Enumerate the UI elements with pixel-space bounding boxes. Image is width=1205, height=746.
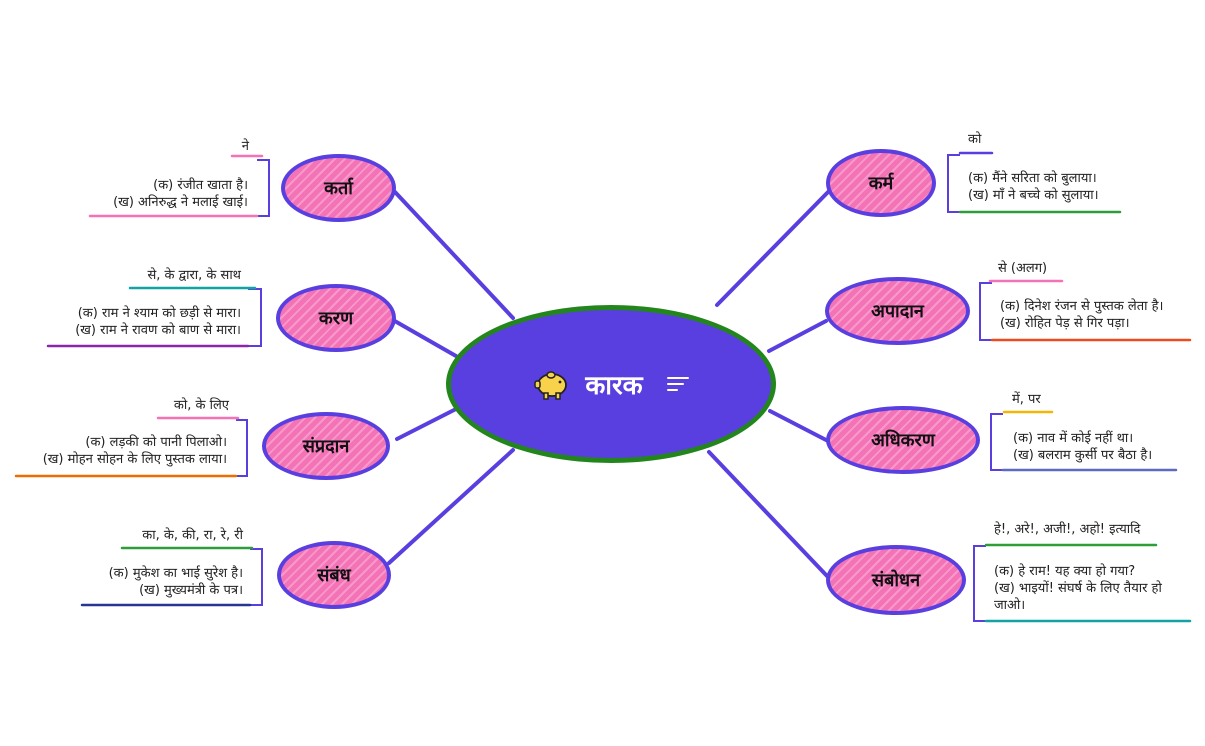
keyword-karan: से, के द्वारा, के साथ [147, 268, 241, 283]
node-label: संबंध [317, 565, 351, 586]
example-line: (क) राम ने श्याम को छड़ी से मारा। [77, 306, 241, 321]
node-label: संबोधन [871, 570, 921, 591]
node-apadan[interactable]: अपादान [825, 277, 970, 345]
examples-sampradan: (क) लड़की को पानी पिलाओ। (ख) मोहन सोहन क… [43, 434, 227, 468]
link-karm [715, 186, 834, 307]
examples-karan: (क) राम ने श्याम को छड़ी से मारा। (ख) रा… [75, 305, 241, 339]
example-line: (ख) अनिरुद्ध ने मलाई खाई। [113, 195, 248, 210]
link-adhikaran [768, 409, 830, 443]
examples-karm: (क) मैंने सरिता को बुलाया। (ख) माँ ने बच… [968, 170, 1099, 204]
bracket-karan [248, 288, 262, 347]
node-karta[interactable]: कर्ता [281, 154, 396, 222]
example-line: (क) हे राम! यह क्या हो गया? [994, 564, 1136, 579]
notes-lines-icon[interactable] [665, 374, 691, 394]
node-label: अधिकरण [871, 430, 935, 451]
keyword-apadan: से (अलग) [998, 261, 1048, 276]
node-label: संप्रदान [302, 436, 350, 457]
example-line: (क) दिनेश रंजन से पुस्तक लेता है। [1000, 299, 1164, 314]
bracket-karm [947, 154, 960, 213]
example-line: (क) मुकेश का भाई सुरेश है। [108, 566, 243, 581]
node-adhikaran[interactable]: अधिकरण [826, 406, 980, 474]
examples-apadan: (क) दिनेश रंजन से पुस्तक लेता है। (ख) रो… [1000, 298, 1163, 332]
bracket-sampradan [236, 419, 248, 477]
link-sambodhan [707, 450, 830, 579]
example-line: (ख) रोहित पेड़ से गिर पड़ा। [1000, 316, 1130, 331]
link-karan [391, 318, 458, 358]
examples-adhikaran: (क) नाव में कोई नहीं था। (ख) बलराम कुर्स… [1013, 430, 1152, 464]
keyword-adhikaran: में, पर [1012, 392, 1041, 407]
examples-sambandh: (क) मुकेश का भाई सुरेश है। (ख) मुख्यमंत्… [109, 565, 243, 599]
keyword-sambodhan: हे!, अरे!, अजी!, अहो! इत्यादि [994, 522, 1141, 537]
examples-karta: (क) रंजीत खाता है। (ख) अनिरुद्ध ने मलाई … [113, 177, 248, 211]
keyword-sambandh: का, के, की, रा, रे, री [142, 528, 243, 543]
bracket-karta [257, 159, 270, 217]
example-line: (क) मैंने सरिता को बुलाया। [968, 171, 1097, 186]
node-label: कर्ता [324, 178, 353, 199]
central-topic-title: कारक [585, 371, 643, 401]
keyword-sampradan: को, के लिए [173, 398, 229, 413]
keyword-karm: को [968, 132, 982, 147]
central-topic[interactable]: कारक [446, 305, 776, 463]
example-line: (ख) माँ ने बच्चे को सुलाया। [968, 188, 1099, 203]
link-sampradan [395, 407, 458, 441]
node-sambodhan[interactable]: संबोधन [826, 545, 966, 615]
example-line: (क) लड़की को पानी पिलाओ। [85, 435, 227, 450]
node-sambandh[interactable]: संबंध [277, 541, 391, 609]
link-sambandh [387, 448, 515, 565]
bracket-apadan [979, 282, 992, 341]
example-line: (ख) भाइयों! संघर्ष के लिए तैयार हो जाओ। [994, 581, 1162, 613]
node-label: अपादान [871, 301, 924, 322]
node-karan[interactable]: करण [276, 284, 396, 352]
bracket-adhikaran [990, 413, 1003, 471]
example-line: (ख) मुख्यमंत्री के पत्र। [139, 583, 243, 598]
examples-sambodhan: (क) हे राम! यह क्या हो गया? (ख) भाइयों! … [994, 563, 1194, 614]
node-sampradan[interactable]: संप्रदान [262, 412, 390, 480]
node-karm[interactable]: कर्म [826, 149, 936, 217]
bracket-sambodhan [973, 545, 986, 622]
example-line: (ख) बलराम कुर्सी पर बैठा है। [1013, 448, 1153, 463]
link-karta [393, 190, 515, 320]
keyword-karta: ने [241, 139, 249, 154]
example-line: (क) नाव में कोई नहीं था। [1013, 431, 1134, 446]
example-line: (क) रंजीत खाता है। [153, 178, 248, 193]
link-apadan [767, 319, 828, 353]
piggy-bank-icon [534, 371, 568, 400]
node-label: कर्म [868, 173, 894, 194]
example-line: (ख) राम ने रावण को बाण से मारा। [75, 323, 241, 338]
node-label: करण [318, 308, 354, 329]
example-line: (ख) मोहन सोहन के लिए पुस्तक लाया। [42, 452, 227, 467]
bracket-sambandh [250, 548, 263, 606]
